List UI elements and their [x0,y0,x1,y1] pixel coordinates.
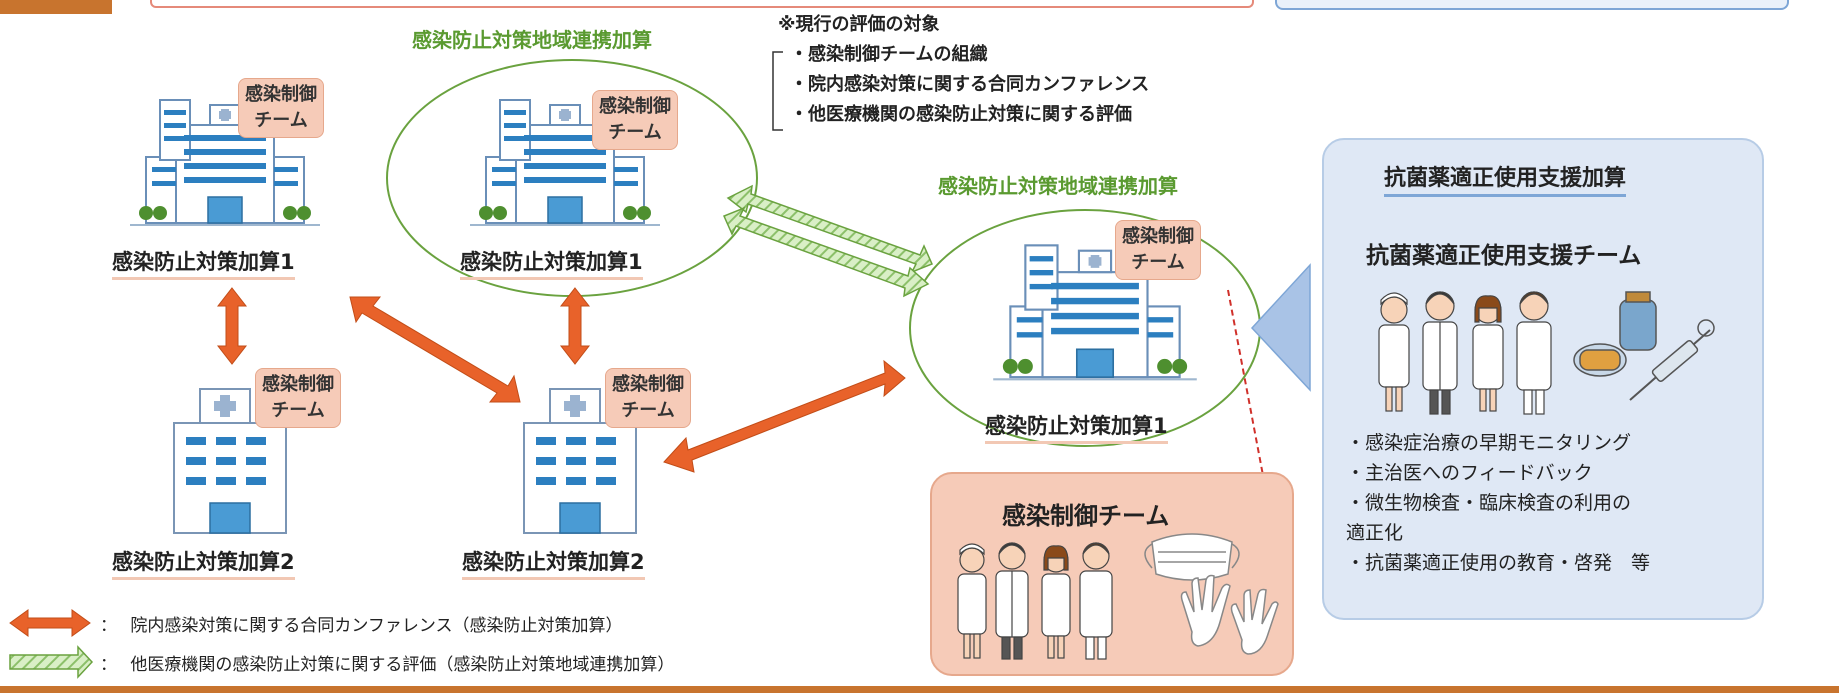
panel-subtitle: 抗菌薬適正使用支援チーム [1366,243,1642,269]
region-title-1: 感染防止対策地域連携加算 [412,28,652,52]
note-item: ・院内感染対策に関する合同カンファレンス [790,74,1150,95]
team-badge-3: 感染制御 チーム [1115,220,1201,280]
team-badge-line1: 感染制御 [1122,226,1194,247]
hospital-1 [130,95,320,235]
team-badge-5: 感染制御 チーム [605,368,691,428]
large-hospital-icon [130,99,320,226]
panel-bullet: ・主治医へのフィードバック [1346,462,1593,484]
orange-arrow-v1 [216,287,248,365]
note-item: ・感染制御チームの組織 [790,44,988,65]
orange-arrow-v2 [559,287,591,365]
small-hospital-icon [173,388,287,534]
panel-bullet: ・感染症治療の早期モニタリング [1346,432,1632,454]
top-bar-right [1275,0,1789,10]
team-badge-2: 感染制御 チーム [592,90,678,150]
legend-orange-label: 院内感染対策に関する合同カンファレンス（感染防止対策加算） [130,616,623,636]
panel-title: 抗菌薬適正使用支援加算 [1384,160,1627,197]
team-badge-line2: チーム [621,400,675,421]
evaluation-note: ※現行の評価の対象 ・感染制御チームの組織 ・院内感染対策に関する合同カンファレ… [778,10,1149,130]
region-title-2: 感染防止対策地域連携加算 [938,174,1178,198]
green-arrow-1 [726,184,934,274]
legend-green-arrow-icon [9,645,94,679]
team-badge-line2: チーム [254,110,308,131]
legend-green-label: 他医療機関の感染防止対策に関する評価（感染防止対策地域連携加算） [130,655,675,675]
orange-arrow-diag2 [663,359,906,473]
panel-bullet: ・抗菌薬適正使用の教育・啓発 等 [1346,552,1651,574]
note-item: ・他医療機関の感染防止対策に関する評価 [790,104,1132,125]
hospital-3 [990,240,1200,390]
legend-separator: ： [100,655,117,675]
legend-green: ： 他医療機関の感染防止対策に関する評価（感染防止対策地域連携加算） [100,650,674,675]
team-badge-line1: 感染制御 [599,96,671,117]
medicine-syringe-icon [1573,291,1715,401]
hospital-2 [470,95,660,235]
top-bar-left [150,0,1254,8]
team-badge-1: 感染制御 チーム [238,78,324,138]
hospital-label-5: 感染防止対策加算2 [462,546,645,580]
dashed-connector [1227,289,1266,487]
legend-separator: ： [100,616,117,636]
green-arrow-2 [722,206,930,298]
note-heading: ※現行の評価の対象 [778,14,940,35]
small-hospital-icon [523,388,637,534]
hospital-label-2: 感染防止対策加算1 [460,246,643,280]
team-badge-line1: 感染制御 [245,84,317,105]
hospital-label-3: 感染防止対策加算1 [985,410,1168,444]
infection-control-team-box: 感染制御チーム [930,472,1294,676]
hospital-5 [520,385,640,535]
large-hospital-icon [993,244,1197,381]
orange-arrow-diag1 [349,296,521,403]
hospital-4 [170,385,290,535]
large-hospital-icon [470,99,660,226]
team-badge-line1: 感染制御 [612,374,684,395]
bottom-frame-line [0,686,1839,693]
medical-staff-icon [957,542,1113,660]
legend-orange: ： 院内感染対策に関する合同カンファレンス（感染防止対策加算） [100,611,623,636]
panel-bullet: 適正化 [1346,522,1404,544]
top-tab [0,0,112,14]
panel-pointer-triangle [1250,263,1311,392]
antimicrobial-stewardship-panel: 抗菌薬適正使用支援加算 抗菌薬適正使用支援チーム ・感染症治療の早期モニタリング… [1322,138,1764,620]
team-box-title: 感染制御チーム [1002,502,1170,530]
team-badge-line1: 感染制御 [262,374,334,395]
mask-and-gloves-icon [1144,533,1279,655]
hospital-label-4: 感染防止対策加算2 [112,546,295,580]
team-badge-line2: チーム [271,400,325,421]
hospital-label-1: 感染防止対策加算1 [112,246,295,280]
panel-bullets: ・感染症治療の早期モニタリング ・主治医へのフィードバック ・微生物検査・臨床検… [1346,428,1756,578]
stewardship-team-icon [1378,291,1552,415]
note-bracket [772,51,783,131]
legend-orange-arrow-icon [9,609,91,637]
team-badge-4: 感染制御 チーム [255,368,341,428]
team-badge-line2: チーム [608,122,662,143]
panel-bullet: ・微生物検査・臨床検査の利用の [1346,492,1632,514]
team-badge-line2: チーム [1131,252,1185,273]
